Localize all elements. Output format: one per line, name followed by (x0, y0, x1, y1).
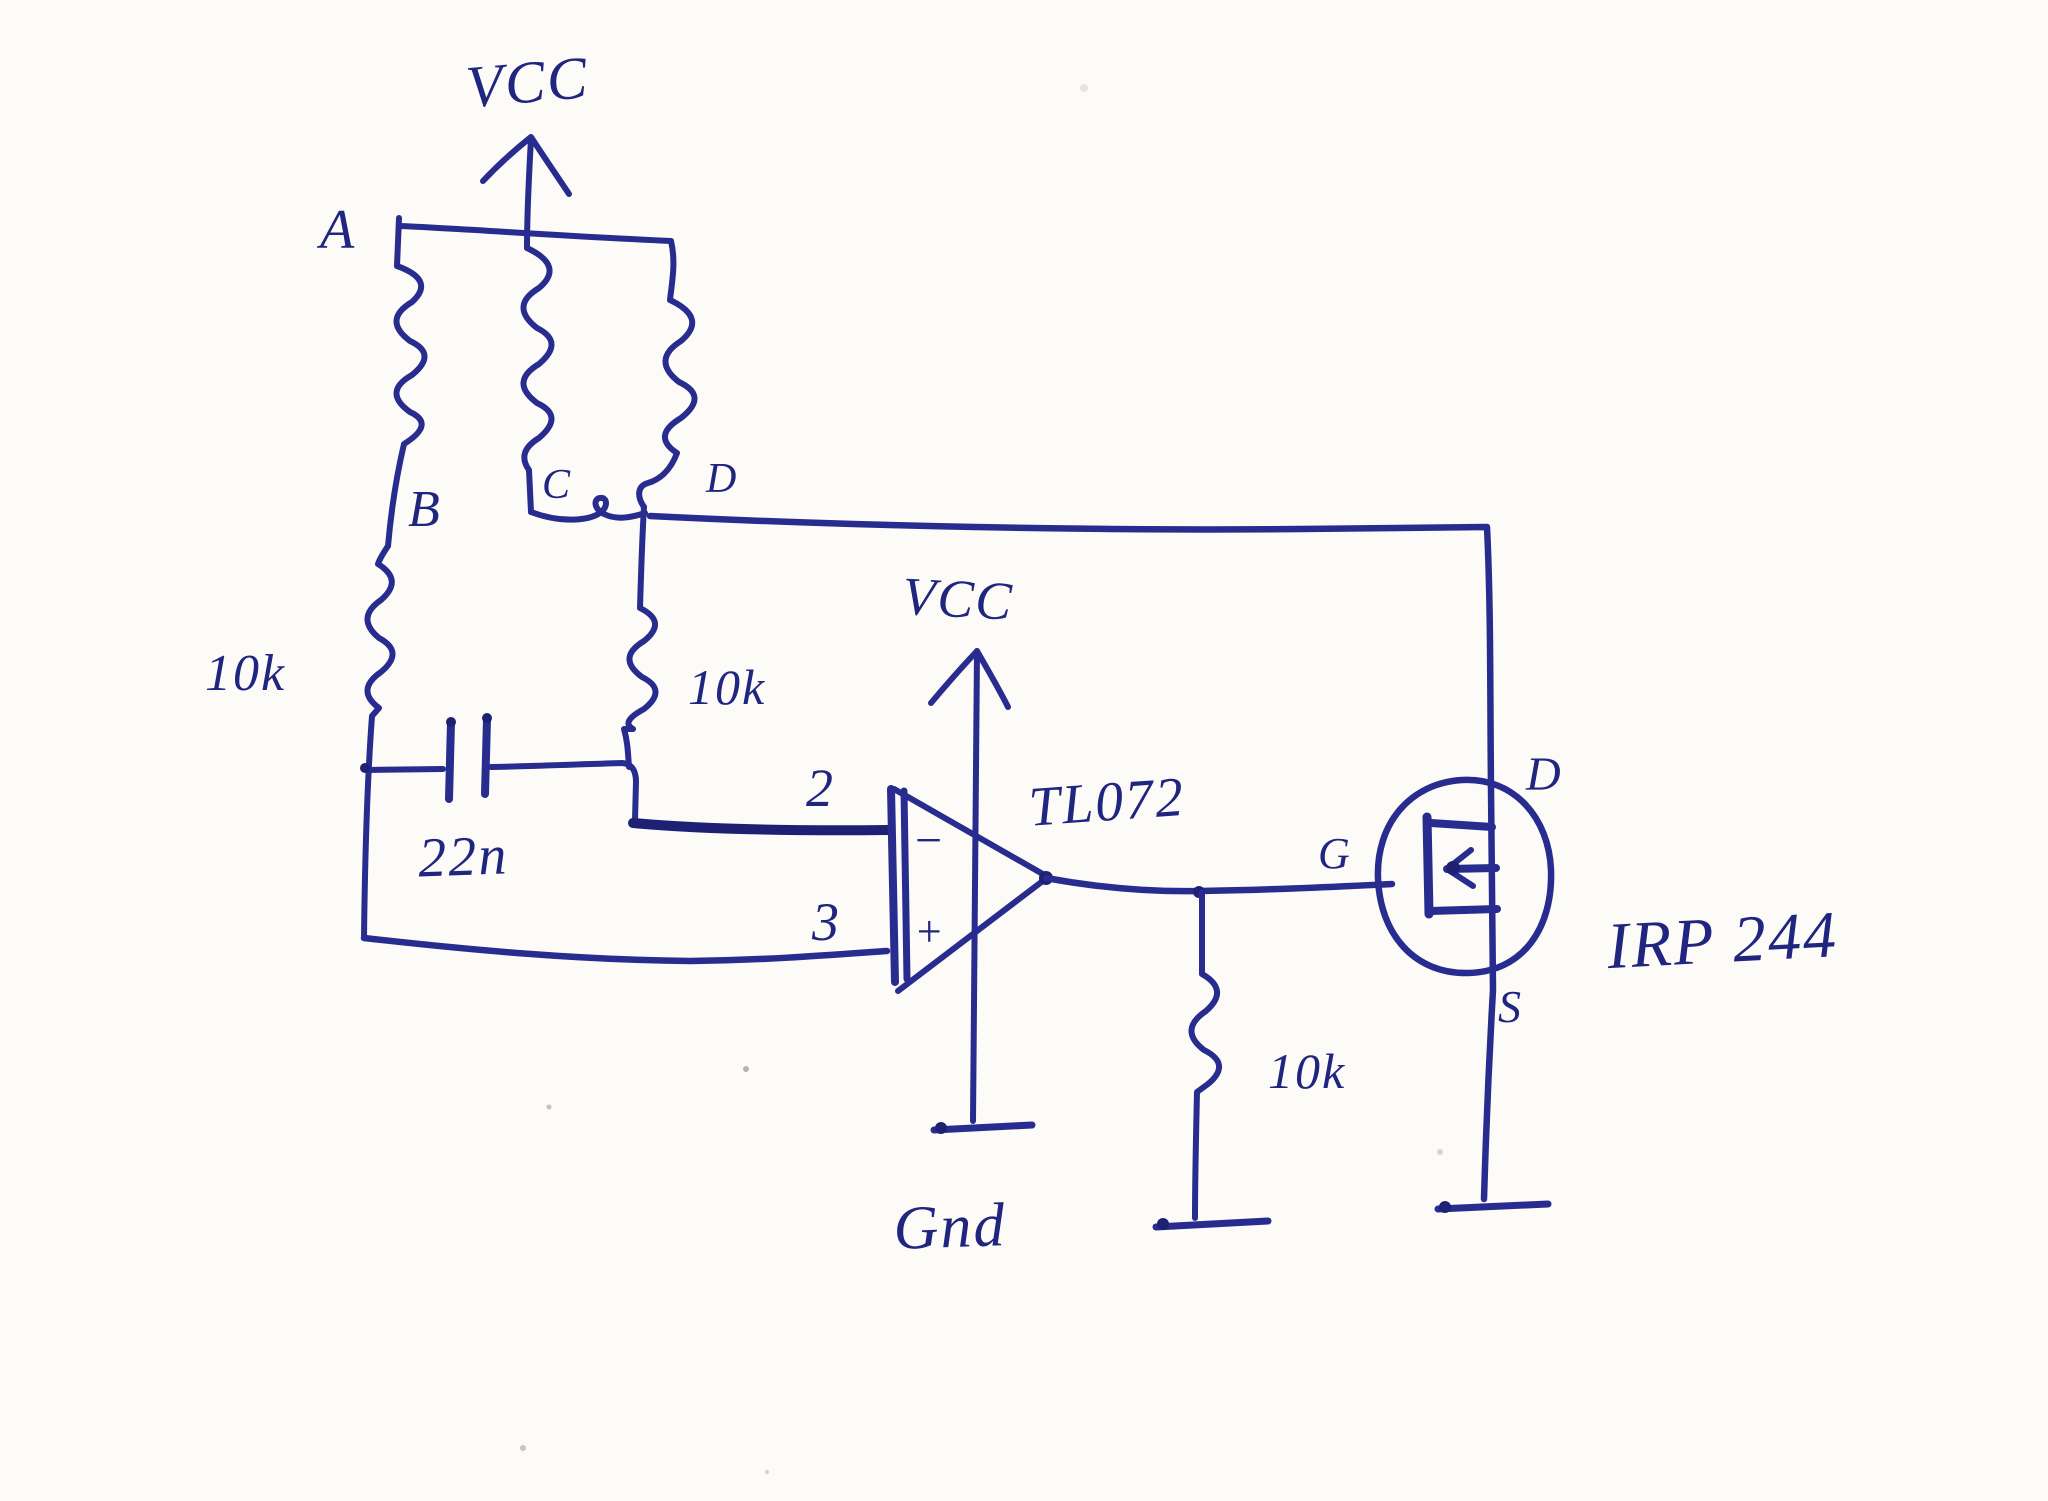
resistor-left-body (361, 543, 396, 941)
node-b-label: B (408, 481, 442, 538)
node-d-label: D (705, 456, 738, 502)
mosfet-source-label: S (1498, 981, 1523, 1032)
paper-speck (546, 1104, 552, 1110)
paper-speck (743, 1066, 749, 1072)
paper-speck (520, 1445, 526, 1451)
opamp-ground-symbol (930, 1121, 1036, 1134)
vcc-top-label: VCC (464, 44, 592, 120)
opamp-top-edge (891, 786, 1051, 880)
ink-blob (935, 1122, 947, 1134)
paper-specks (520, 84, 1443, 1474)
opamp-symbol (887, 648, 1053, 1124)
resistor-middle-body (621, 504, 659, 770)
resistor-output-value: 10k (1268, 1043, 1346, 1099)
mosfet-part-label: IRP 244 (1604, 898, 1839, 983)
mosfet-drain-label: D (1525, 748, 1563, 801)
opamp-pin2-label: 2 (806, 758, 835, 818)
paper-speck (1437, 1149, 1443, 1155)
mosfet-top-bar (1427, 819, 1496, 831)
source-ground-symbol (1434, 1200, 1552, 1213)
resistor-output-group (1152, 889, 1272, 1231)
mosfet-gate-bar (1422, 812, 1434, 919)
capacitor-left-lead (363, 766, 446, 773)
ink-blob (446, 717, 456, 727)
resistor-middle-value: 10k (688, 659, 766, 715)
opamp-plus-sign: + (914, 907, 946, 956)
pin2-wire (628, 818, 893, 836)
opamp-ground-bar (930, 1121, 1036, 1134)
junction-dot (360, 763, 370, 773)
vcc-top-arrowhead (480, 134, 572, 197)
opamp-power-line (970, 648, 980, 1124)
paper-speck (1080, 84, 1088, 92)
capacitor-plate-left (445, 718, 455, 803)
capacitor-right-lead (488, 760, 639, 823)
ink-blob (1446, 861, 1460, 875)
top-rail-wire (394, 215, 674, 269)
vcc-opamp-label: VCC (901, 566, 1015, 632)
resistor-top-middle-body (520, 245, 555, 515)
ink-blob (1157, 1218, 1169, 1230)
vcc-top-arrow-stem (524, 136, 534, 251)
opamp-pin3-label: 3 (811, 892, 841, 952)
mosfet-bottom-bar (1426, 905, 1501, 915)
resistor-output-ground-bar (1152, 1217, 1272, 1231)
output-to-gate-wire (1042, 874, 1396, 895)
source-ground-bar (1434, 1200, 1552, 1213)
node-c-label: C (542, 462, 572, 508)
pin3-wire (360, 934, 891, 965)
capacitor-value-label: 22n (417, 824, 509, 889)
resistor-top-left-body (385, 263, 428, 549)
opamp-left-edge-inner (900, 787, 911, 983)
resistor-output-body (1188, 889, 1222, 1221)
capacitor-plate-right (481, 715, 491, 798)
vcc-top-arrow (480, 134, 572, 251)
resistor-top-right-body (636, 238, 698, 510)
capacitor-22n (363, 713, 639, 823)
ink-blob (1439, 1201, 1451, 1213)
opamp-part-label: TL072 (1027, 766, 1187, 839)
opamp-left-edge-outer (887, 785, 899, 986)
drain-feed-wire (646, 512, 1497, 1203)
opamp-minus-sign: − (912, 814, 946, 867)
node-a-label: A (316, 199, 356, 261)
paper-speck (765, 1470, 769, 1474)
resistor-left-value: 10k (205, 645, 286, 702)
mosfet-gate-label: G (1318, 829, 1352, 878)
ink-blob (482, 713, 492, 723)
vcc-opamp-arrowhead (928, 648, 1011, 710)
mosfet-symbol (1374, 776, 1555, 977)
node-c-to-junction-wire (528, 494, 648, 523)
gnd-label: Gnd (892, 1191, 1007, 1263)
mosfet-body-circle (1374, 776, 1555, 977)
